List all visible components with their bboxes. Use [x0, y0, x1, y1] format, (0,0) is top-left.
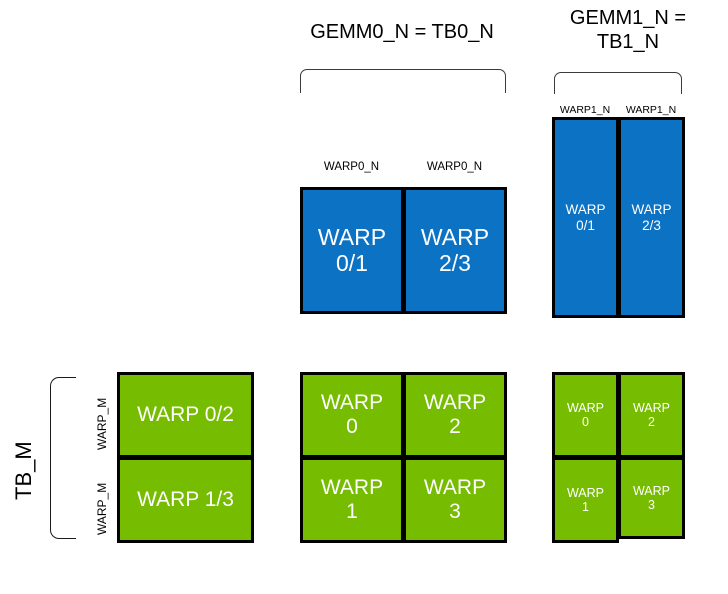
- block-blue-gemm1-warp23[interactable]: WARP 2/3: [618, 117, 685, 318]
- block-green-right-warp3[interactable]: WARP 3: [618, 457, 685, 539]
- block-green-mid-warp3[interactable]: WARP 3: [403, 457, 507, 543]
- axis-label-warp-m-bottom: WARP_M: [95, 482, 109, 535]
- column-label-warp1n-left: WARP1_N: [559, 104, 611, 116]
- bracket-tb-m: [50, 377, 76, 539]
- heading-gemm1: GEMM1_N = TB1_N: [569, 7, 687, 53]
- heading-gemm0: GEMM0_N = TB0_N: [310, 21, 494, 43]
- block-blue-gemm1-warp01[interactable]: WARP 0/1: [552, 117, 619, 318]
- block-green-mid-warp2[interactable]: WARP 2: [403, 372, 507, 458]
- block-green-right-warp0[interactable]: WARP 0: [552, 372, 619, 458]
- column-label-warp0n-left: WARP0_N: [323, 161, 380, 173]
- block-green-mid-warp0[interactable]: WARP 0: [300, 372, 404, 458]
- bracket-gemm1: [554, 72, 682, 94]
- block-blue-gemm0-warp23[interactable]: WARP 2/3: [403, 187, 507, 314]
- axis-label-warp-m-top: WARP_M: [95, 397, 109, 450]
- axis-label-tb-m: TB_M: [11, 441, 36, 500]
- block-green-right-warp2[interactable]: WARP 2: [618, 372, 685, 458]
- block-green-right-warp1[interactable]: WARP 1: [552, 457, 619, 543]
- block-blue-gemm0-warp01[interactable]: WARP 0/1: [300, 187, 404, 314]
- block-green-mid-warp1[interactable]: WARP 1: [300, 457, 404, 543]
- block-green-left-warp13[interactable]: WARP 1/3: [117, 457, 254, 543]
- bracket-gemm0: [300, 69, 506, 93]
- column-label-warp0n-right: WARP0_N: [426, 161, 483, 173]
- block-green-left-warp02[interactable]: WARP 0/2: [117, 372, 254, 458]
- column-label-warp1n-right: WARP1_N: [625, 104, 677, 116]
